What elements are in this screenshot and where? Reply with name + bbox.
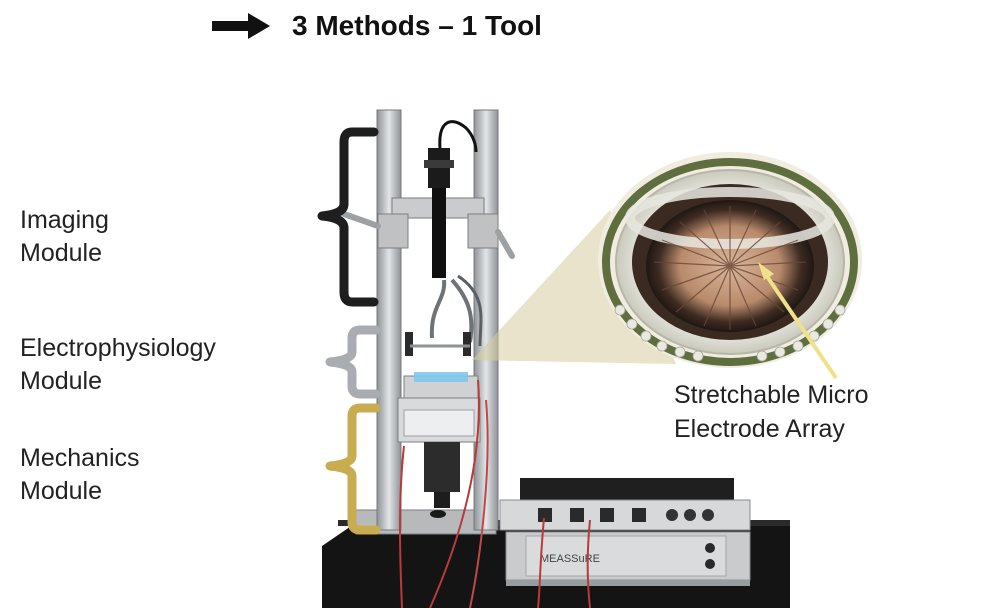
amp-connector-2: [570, 508, 584, 522]
measure-foot: [506, 580, 750, 586]
mea-pointer-line: [762, 270, 838, 380]
amp-knob-3: [702, 509, 714, 521]
camera-lens: [432, 188, 446, 278]
electrophysiology-bracket: [325, 325, 381, 399]
amplifier-top: [520, 478, 734, 500]
right-mount-clamp: [467, 213, 499, 249]
mechanics-bracket: [325, 403, 381, 535]
amp-connector-3: [600, 508, 614, 522]
motor-housing: [424, 442, 460, 492]
foot-knob: [430, 510, 446, 518]
electrode-holder-right: [463, 332, 471, 356]
amp-knob-1: [666, 509, 678, 521]
fiber-cable-3: [457, 274, 483, 347]
right-handle: [495, 229, 515, 259]
red-wire-3: [469, 399, 489, 608]
mea-pointer-head: [758, 262, 774, 280]
heading: 3 Methods – 1 Tool: [212, 10, 542, 42]
measure-brand: MEASSuRE: [540, 553, 600, 565]
measure-knob-1: [705, 543, 715, 553]
motor-shaft: [434, 492, 450, 508]
left-handle: [341, 211, 381, 229]
left-mount-clamp: [377, 213, 409, 249]
fiber-cable-1: [429, 279, 447, 339]
amp-connector-4: [632, 508, 646, 522]
red-wire-4: [537, 517, 545, 608]
right-arrow-icon: [212, 13, 270, 39]
red-wire-2: [429, 379, 480, 608]
measure-knob-2: [705, 559, 715, 569]
mechanics-module-label: Mechanics Module: [20, 444, 140, 505]
amp-knob-2: [684, 509, 696, 521]
electrophysiology-module-label: Electrophysiology Module: [20, 334, 216, 395]
imaging-module-label: Imaging Module: [20, 206, 109, 267]
measure-panel: [525, 535, 727, 577]
camera-ring: [424, 160, 454, 168]
mea-closeup: [598, 152, 862, 368]
red-wire-5: [586, 519, 591, 608]
electrode-holder-left: [405, 332, 413, 356]
left-rail: [376, 109, 402, 531]
mea-callout-label: Stretchable Micro Electrode Array: [674, 381, 869, 443]
imaging-bracket: [317, 127, 379, 307]
heading-title: 3 Methods – 1 Tool: [292, 10, 542, 41]
stage-glow: [414, 372, 468, 382]
red-wire-1: [399, 445, 405, 608]
amp-connector-1: [538, 508, 552, 522]
stage-inner: [403, 409, 475, 437]
camera-cable: [438, 120, 478, 153]
right-rail: [473, 109, 499, 531]
